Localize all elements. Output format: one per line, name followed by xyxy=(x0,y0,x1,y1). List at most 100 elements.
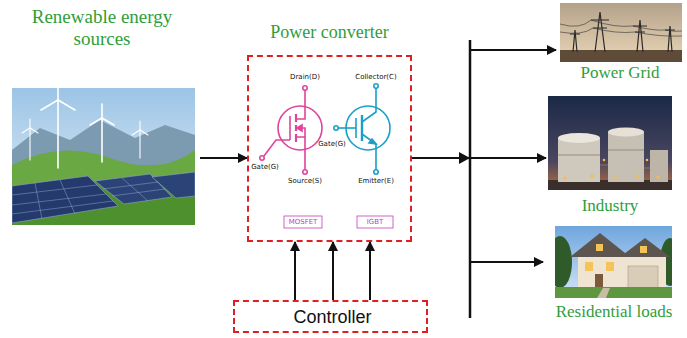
node-label: Power converter xyxy=(247,22,412,43)
house-photo xyxy=(640,246,647,253)
pin-label: Collector(C) xyxy=(346,73,406,82)
house-photo xyxy=(578,254,666,288)
house-photo xyxy=(596,244,603,251)
controller-box: Controller xyxy=(233,300,428,333)
pin-label: Source(S) xyxy=(275,177,335,186)
source-node: Renewable energy sources xyxy=(5,4,200,226)
industry-photo xyxy=(563,159,659,180)
dashed-frame xyxy=(247,55,412,242)
house-photo xyxy=(606,262,614,271)
industry-photo xyxy=(613,176,616,179)
converter-node: Power converter xyxy=(247,20,412,242)
node-label: Industry xyxy=(546,196,674,216)
industry-photo xyxy=(558,133,600,143)
pin-label: Emitter(E) xyxy=(346,177,406,186)
renewable-photo xyxy=(122,178,148,201)
mosfet-symbol xyxy=(264,140,290,156)
industry-photo xyxy=(608,150,644,151)
arrow-connector xyxy=(294,242,296,300)
renewable-photo xyxy=(60,180,75,214)
industry-photo xyxy=(650,150,668,182)
arrow-connector xyxy=(412,158,543,262)
house-photo xyxy=(555,287,672,298)
industry-photo xyxy=(608,128,644,137)
renewable-photo xyxy=(152,172,195,198)
renewable-photo xyxy=(101,118,103,162)
house-photo xyxy=(585,262,593,271)
renewable-photo xyxy=(30,128,38,133)
power-grid-photo xyxy=(560,3,682,62)
node-label: Renewable energy sources xyxy=(27,6,177,50)
arrow-connector xyxy=(412,50,556,158)
power-grid-photo xyxy=(560,28,682,36)
mosfet-symbol xyxy=(303,170,307,174)
industry-photo xyxy=(563,176,566,179)
renewable-photo xyxy=(57,88,59,100)
house-photo xyxy=(555,236,572,288)
house-photo xyxy=(620,238,670,257)
mosfet-symbol xyxy=(303,86,307,90)
pin-label: IGBT xyxy=(345,218,405,227)
load-node: Industry xyxy=(546,96,674,220)
industry-photo xyxy=(644,168,650,169)
igbt-symbol xyxy=(369,139,376,144)
renewable-photo xyxy=(12,88,195,225)
renewable-photo xyxy=(12,88,195,225)
house-photo xyxy=(555,226,672,298)
renewable-photo xyxy=(12,178,165,219)
renewable-photo xyxy=(22,128,30,133)
industry-photo xyxy=(558,155,600,156)
renewable-photo xyxy=(139,130,140,158)
house-photo xyxy=(597,288,610,298)
renewable-photo xyxy=(102,118,114,125)
house-photo xyxy=(570,233,630,257)
load-node: Residential loads xyxy=(543,226,685,324)
renewable-photo xyxy=(139,121,140,130)
industry-photo xyxy=(656,175,659,178)
renewable-photo xyxy=(132,130,140,135)
power-grid-photo xyxy=(560,20,682,31)
arrow-connector xyxy=(332,242,334,300)
industry-photo xyxy=(558,138,600,182)
igbt-symbol xyxy=(334,126,338,130)
renewable-photo xyxy=(90,118,102,125)
pin-label: Gate(G) xyxy=(235,163,295,172)
node-label: Power Grid xyxy=(556,63,684,83)
igbt-symbol xyxy=(374,170,378,174)
renewable-photo xyxy=(35,183,42,219)
industry-photo xyxy=(558,150,650,168)
house-photo xyxy=(595,274,603,288)
industry-photo xyxy=(548,96,672,190)
mosfet-symbol xyxy=(296,90,305,119)
power-grid-photo xyxy=(591,12,609,52)
industry-photo xyxy=(646,159,649,162)
renewable-photo xyxy=(12,185,97,195)
pin-label: Drain(D) xyxy=(275,73,335,82)
igbt-symbol xyxy=(361,115,363,141)
renewable-photo xyxy=(29,128,30,160)
load-node: Power Grid xyxy=(556,3,684,85)
renewable-photo xyxy=(12,150,195,225)
industry-photo xyxy=(603,159,606,162)
renewable-photo xyxy=(12,194,106,205)
arrow-connector xyxy=(369,242,371,300)
bus-bar xyxy=(459,40,470,318)
igbt-symbol xyxy=(362,134,376,170)
mosfet-symbol xyxy=(278,106,322,150)
renewable-photo xyxy=(58,100,75,110)
power-grid-photo xyxy=(665,26,675,52)
igbt-symbol xyxy=(362,88,376,122)
power-grid-photo xyxy=(570,12,675,52)
mosfet-symbol xyxy=(296,137,305,170)
power-grid-photo xyxy=(560,50,682,62)
renewable-photo xyxy=(22,88,148,168)
renewable-photo xyxy=(101,104,103,118)
mosfet-symbol xyxy=(289,116,291,140)
node-label: Controller xyxy=(235,307,430,328)
renewable-photo xyxy=(29,119,30,128)
power-grid-photo xyxy=(633,20,647,52)
house-photo xyxy=(628,266,658,288)
arrow-connector xyxy=(200,157,247,159)
